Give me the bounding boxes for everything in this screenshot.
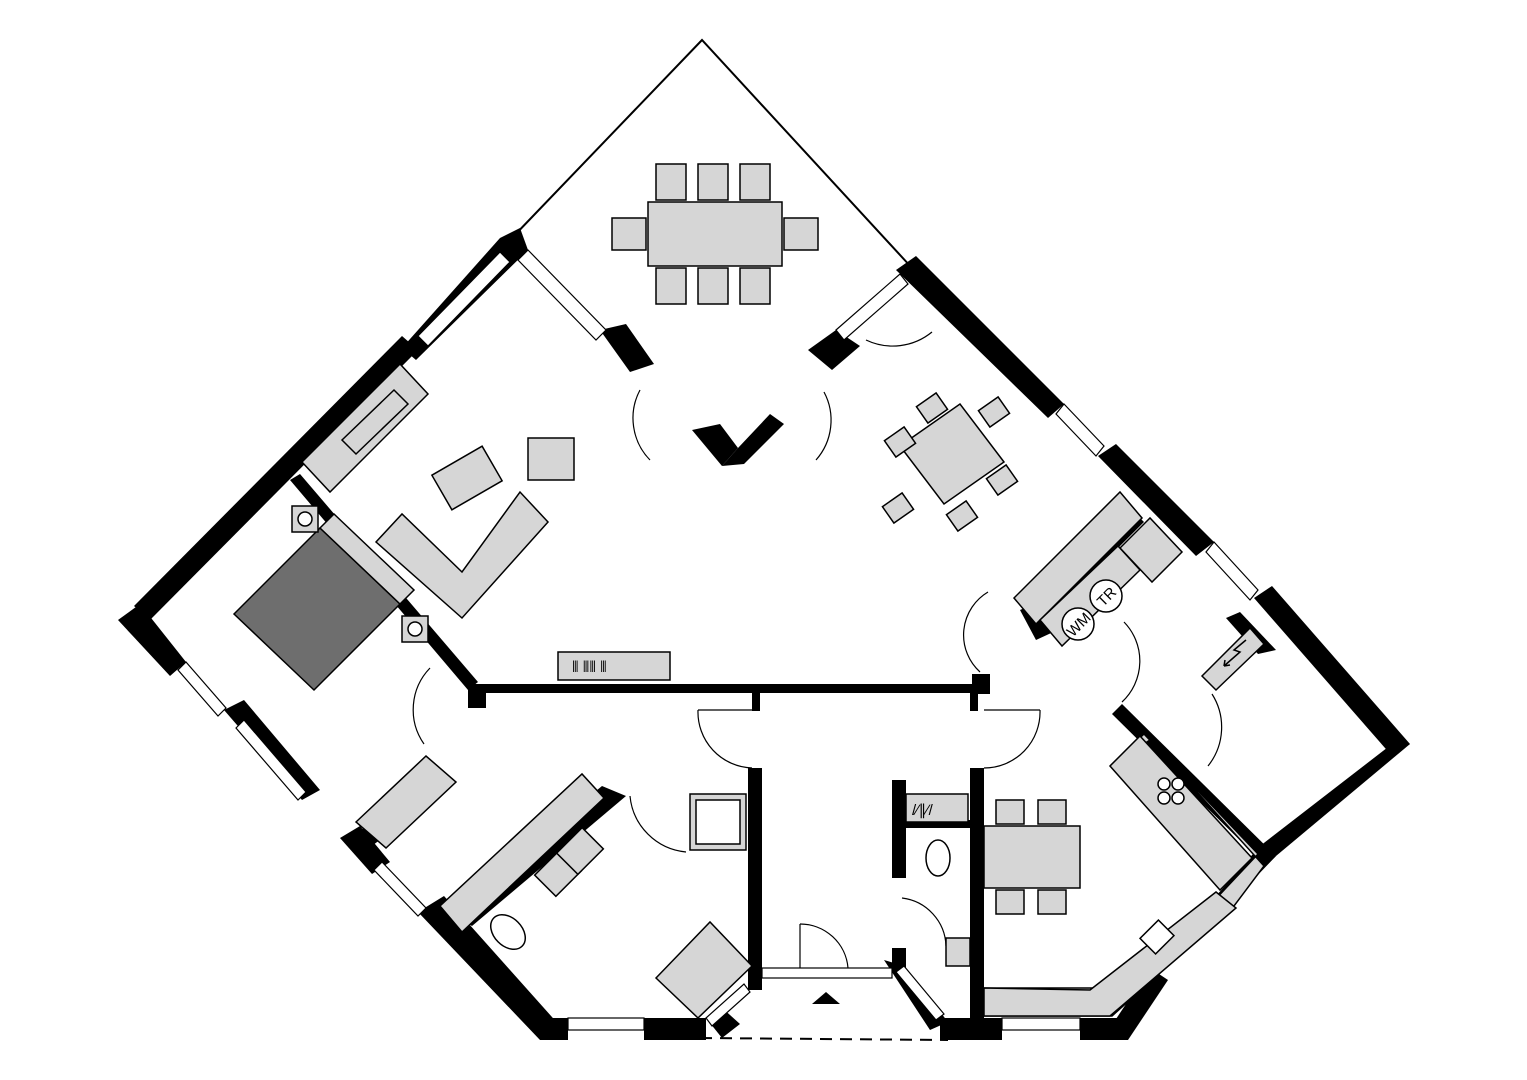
electrical-panel <box>1200 626 1266 692</box>
dining-area-furniture <box>881 391 1019 533</box>
living-room-furniture: ⦀ ⦀⦀ ⦀ <box>300 362 671 681</box>
svg-text:/∕∥∕/: /∕∥∕/ <box>912 802 934 819</box>
windows <box>177 249 1259 1031</box>
stove-icon <box>1157 777 1185 805</box>
terrace-dining-set <box>611 163 819 305</box>
kitchen-furniture <box>983 732 1265 1017</box>
svg-text:⦀ ⦀⦀ ⦀: ⦀ ⦀⦀ ⦀ <box>572 659 607 676</box>
entrance-arrow-icon <box>812 992 840 1004</box>
utility-room-furniture: WM TR <box>1012 490 1184 648</box>
guest-wc-furniture: /∕∥∕/ <box>905 793 971 967</box>
terrace-outline <box>509 38 913 269</box>
tumble-dryer <box>1089 579 1123 613</box>
washing-machine <box>1061 607 1095 641</box>
lightning-icon <box>1223 639 1247 667</box>
bathroom-furniture <box>438 772 754 1020</box>
bedroom-furniture <box>232 505 458 850</box>
doors <box>412 331 1223 969</box>
entrance-path <box>699 1037 949 1041</box>
